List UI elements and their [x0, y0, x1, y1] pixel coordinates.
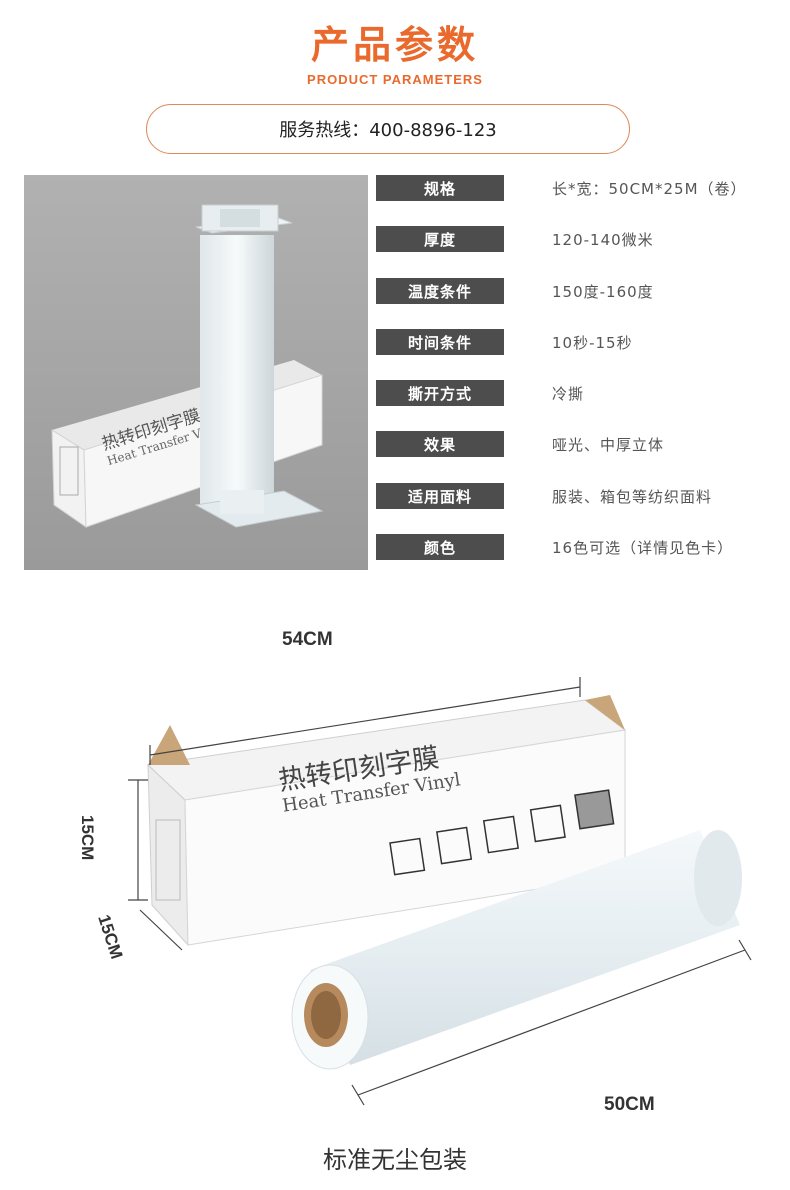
spec-value: 16色可选（详情见色卡）	[552, 538, 734, 557]
dimension-roll-width: 50CM	[604, 1094, 655, 1115]
hotline-banner: 服务热线：400-8896-123	[146, 104, 630, 154]
spec-value: 冷撕	[552, 384, 585, 403]
dimension-length: 54CM	[282, 629, 333, 650]
spec-row-time: 时间条件 10秒-15秒	[376, 329, 786, 355]
stack-limit-icon	[436, 826, 473, 865]
spec-row-thickness: 厚度 120-140微米	[376, 226, 786, 252]
spec-row-fabric: 适用面料 服装、箱包等纺织面料	[376, 483, 786, 509]
packaging-caption: 标准无尘包装	[323, 1146, 467, 1174]
spec-label: 撕开方式	[376, 380, 504, 406]
spec-value: 10秒-15秒	[552, 333, 633, 352]
spec-label: 厚度	[376, 226, 504, 252]
qr-code-icon	[574, 789, 615, 830]
spec-value: 哑光、中厚立体	[552, 435, 665, 454]
spec-label: 规格	[376, 175, 504, 201]
dimension-diagram: 热转印刻字膜 Heat Transfer Vinyl	[0, 595, 790, 1155]
spec-row-size: 规格 长*宽：50CM*25M（卷）	[376, 175, 786, 201]
page-title: 产品参数	[310, 23, 479, 67]
handle-care-icon	[529, 804, 566, 843]
keep-dry-icon	[389, 837, 426, 876]
spec-label: 温度条件	[376, 278, 504, 304]
spec-row-peel: 撕开方式 冷撕	[376, 380, 786, 406]
spec-label: 效果	[376, 431, 504, 457]
spec-row-color: 颜色 16色可选（详情见色卡）	[376, 534, 786, 560]
spec-label: 适用面料	[376, 483, 504, 509]
product-photo: 热转印刻字膜 Heat Transfer Vinyl	[24, 175, 368, 570]
spec-value: 长*宽：50CM*25M（卷）	[552, 179, 747, 198]
spec-value: 服装、箱包等纺织面料	[552, 487, 713, 506]
dimension-depth: 15CM	[94, 912, 126, 961]
spec-row-temperature: 温度条件 150度-160度	[376, 278, 786, 304]
spec-value: 120-140微米	[552, 230, 654, 249]
sun-protect-icon	[482, 815, 520, 854]
spec-value: 150度-160度	[552, 282, 654, 301]
dimension-height: 15CM	[78, 815, 97, 860]
spec-label: 颜色	[376, 534, 504, 560]
spec-label: 时间条件	[376, 329, 504, 355]
hotline-text: 服务热线：400-8896-123	[279, 120, 497, 141]
page-subtitle: PRODUCT PARAMETERS	[307, 72, 483, 87]
spec-row-effect: 效果 哑光、中厚立体	[376, 431, 786, 457]
